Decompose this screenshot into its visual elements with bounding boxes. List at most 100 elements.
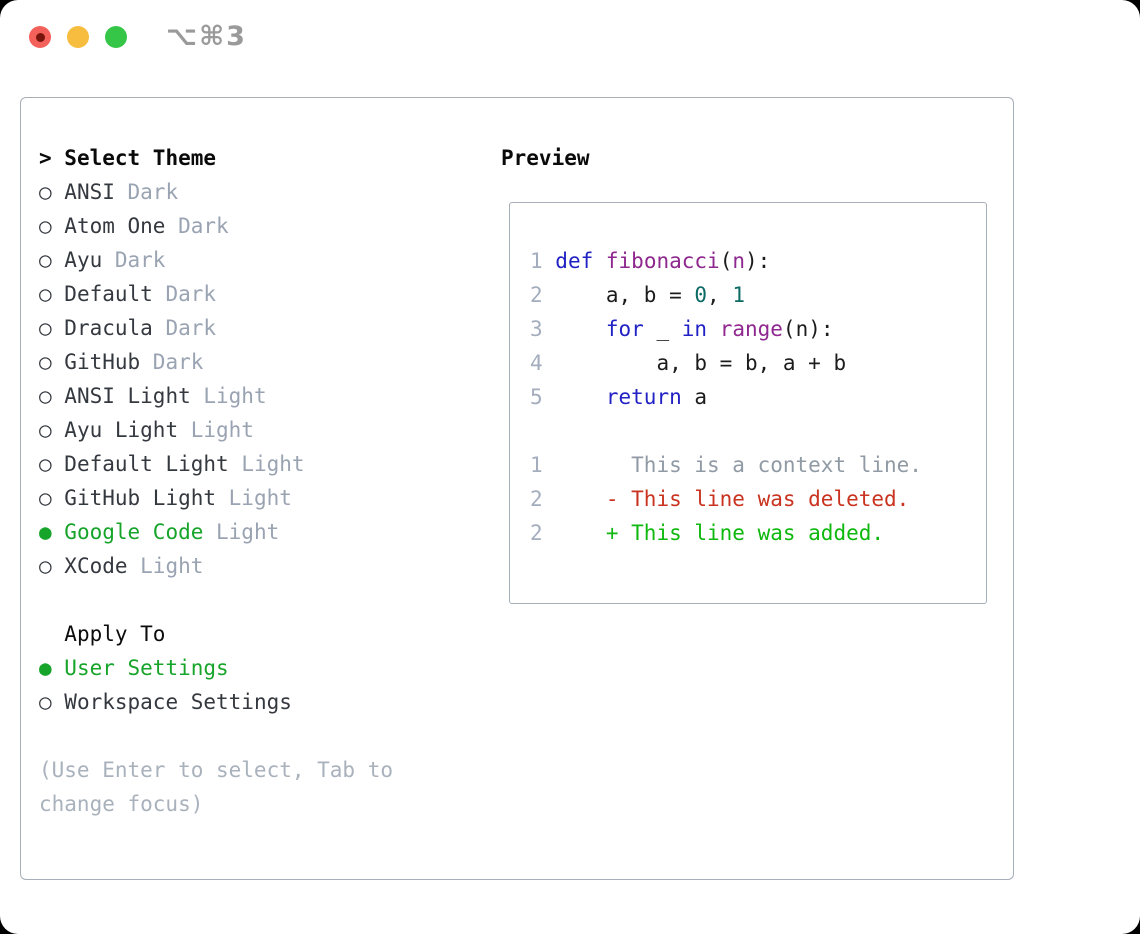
theme-name: GitHub <box>64 350 141 374</box>
line-number: 4 <box>530 351 543 375</box>
code-line: 2 + This line was added. <box>530 516 966 550</box>
code-segment: fibonacci <box>605 249 720 273</box>
theme-name: ANSI Light <box>64 384 191 408</box>
theme-option[interactable]: ○Ayu Light Light <box>39 413 393 447</box>
close-button[interactable] <box>29 26 51 48</box>
theme-option[interactable]: ○Dracula Dark <box>39 311 393 345</box>
code-segment <box>555 385 606 409</box>
theme-option[interactable]: ○Atom One Dark <box>39 209 393 243</box>
select-theme-header: >Select Theme <box>39 141 393 175</box>
apply-to-option[interactable]: ●User Settings <box>39 651 393 685</box>
theme-variant: Dark <box>140 350 204 374</box>
theme-option[interactable]: ○ ANSI Light Light <box>39 379 393 413</box>
theme-variant: Dark <box>102 248 166 272</box>
apply-to-label: Apply To <box>64 622 166 646</box>
theme-option[interactable]: ○ Ayu Dark <box>39 243 393 277</box>
radio-selected-icon: ● <box>39 656 52 680</box>
preview-title: Preview <box>501 146 590 170</box>
code-segment <box>555 521 606 545</box>
radio-icon: ○ <box>39 282 52 306</box>
help-text-line-2: change focus) <box>39 792 204 816</box>
theme-list: ○ANSI Dark○Atom One Dark○Ayu Dark○Defaul… <box>39 175 393 583</box>
help-text-line-1: (Use Enter to select, Tab to <box>39 758 394 782</box>
radio-icon: ○ <box>39 384 52 408</box>
code-segment: ( <box>719 249 733 273</box>
unsaved-dot-icon <box>35 32 45 42</box>
code-segment: This is a context line. <box>555 453 922 477</box>
theme-variant: Dark <box>114 180 179 204</box>
theme-option[interactable]: ● Google Code Light <box>39 515 393 549</box>
code-segment <box>707 317 720 341</box>
theme-variant: Light <box>203 520 280 544</box>
code-segment: ): <box>745 249 771 273</box>
apply-to-list: ●User Settings○Workspace Settings <box>39 651 393 719</box>
code-segment: - This line was deleted. <box>605 487 910 511</box>
code-segment: a, b = b, a + b <box>555 351 847 375</box>
theme-selector-panel: >Select Theme ○ANSI Dark○Atom One Dark○A… <box>20 97 1014 880</box>
theme-option[interactable]: ○ XCode Light <box>39 549 393 583</box>
theme-option[interactable]: ○ GitHub Dark <box>39 345 393 379</box>
code-segment: + This line was added. <box>605 521 885 545</box>
radio-icon: ○ <box>39 452 52 476</box>
theme-variant: Light <box>190 384 267 408</box>
code-line: 1 def fibonacci(n): <box>530 244 966 278</box>
code-segment: return <box>605 385 682 409</box>
radio-icon: ○ <box>39 690 52 714</box>
zoom-button[interactable] <box>105 26 127 48</box>
code-segment: in <box>681 317 708 341</box>
line-number: 5 <box>530 385 543 409</box>
radio-icon: ○ <box>39 180 52 204</box>
theme-name: XCode <box>64 554 128 578</box>
minimize-button[interactable] <box>67 26 89 48</box>
code-segment <box>555 317 606 341</box>
theme-variant: Light <box>228 452 305 476</box>
theme-name: Default Light <box>64 452 229 476</box>
theme-name: Dracula <box>64 316 153 340</box>
radio-icon: ○ <box>39 486 52 510</box>
code-segment: 1 <box>732 283 745 307</box>
theme-option[interactable]: ○GitHub Light Light <box>39 481 393 515</box>
line-number: 1 <box>530 249 543 273</box>
theme-variant: Dark <box>152 316 217 340</box>
theme-variant: Dark <box>165 214 229 238</box>
theme-option[interactable]: ○Default Dark <box>39 277 393 311</box>
radio-icon: ○ <box>39 350 52 374</box>
apply-to-option[interactable]: ○Workspace Settings <box>39 685 393 719</box>
theme-name: Ayu Light <box>64 418 179 442</box>
theme-name: Ayu <box>64 248 103 272</box>
theme-name: Google Code <box>64 520 204 544</box>
code-segment <box>555 487 606 511</box>
select-theme-label: Select Theme <box>64 146 217 170</box>
code-segment <box>593 249 606 273</box>
code-segment: a <box>681 385 708 409</box>
code-line <box>530 414 966 448</box>
radio-icon: ○ <box>39 418 52 442</box>
theme-option[interactable]: ○ Default Light Light <box>39 447 393 481</box>
radio-icon: ○ <box>39 554 52 578</box>
code-line: 5 return a <box>530 380 966 414</box>
code-line: 4 a, b = b, a + b <box>530 346 966 380</box>
theme-variant: Light <box>127 554 204 578</box>
line-number: 2 <box>530 487 543 511</box>
code-segment: for <box>605 317 644 341</box>
titlebar: ⌥⌘3 <box>0 0 1140 75</box>
radio-icon: ○ <box>39 214 52 238</box>
code-segment: def <box>555 249 594 273</box>
radio-selected-icon: ● <box>39 520 52 544</box>
radio-icon: ○ <box>39 248 52 272</box>
code-segment: (n): <box>782 317 834 341</box>
code-line: 2 a, b = 0, 1 <box>530 278 966 312</box>
theme-option[interactable]: ○ ANSI Dark <box>39 175 393 209</box>
theme-name: ANSI <box>64 180 115 204</box>
code-segment: n <box>732 249 745 273</box>
code-line: 3 for _ in range(n): <box>530 312 966 346</box>
theme-variant: Light <box>216 486 292 510</box>
code-line: 1 This is a context line. <box>530 448 966 482</box>
theme-name: Default <box>64 282 153 306</box>
code-segment: range <box>719 317 783 341</box>
line-number: 3 <box>530 317 543 341</box>
left-column: >Select Theme ○ANSI Dark○Atom One Dark○A… <box>39 141 393 821</box>
code-segment: a, b = <box>555 283 695 307</box>
